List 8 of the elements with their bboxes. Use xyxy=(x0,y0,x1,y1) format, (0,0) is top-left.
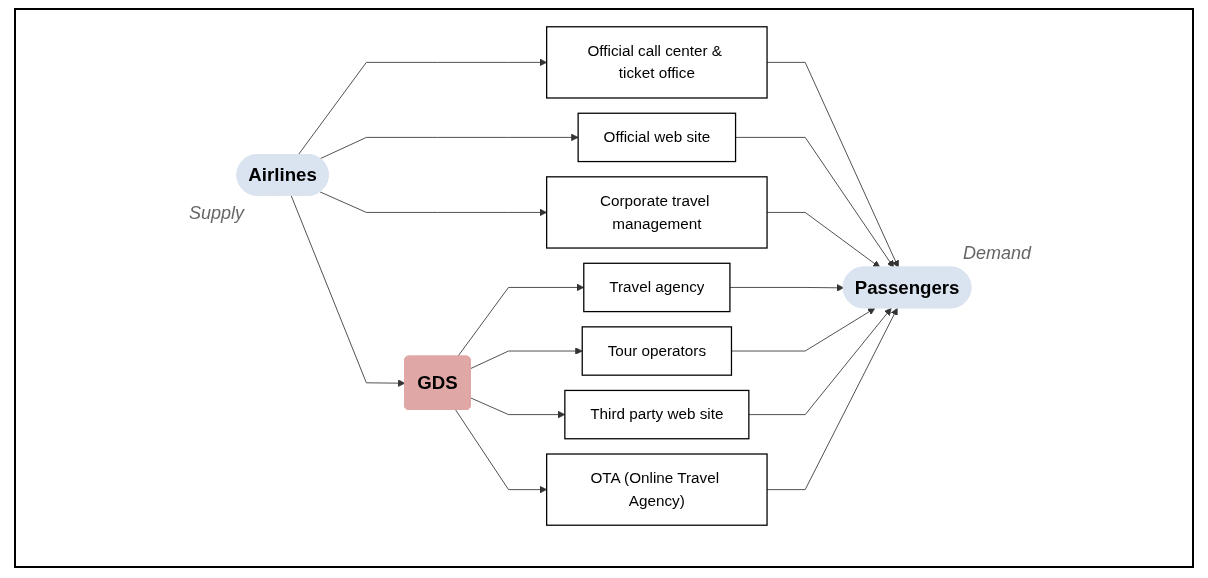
node-box: Travel agency xyxy=(583,262,731,313)
node-box: Official web site xyxy=(577,112,737,163)
node-caption: Supply xyxy=(189,203,245,225)
node-box: Tour operators xyxy=(581,326,733,376)
node-box: Corporate travel management xyxy=(546,176,768,249)
node-box: Third party web site xyxy=(564,389,750,440)
node-box: Official call center & ticket office xyxy=(546,26,768,99)
node-box: OTA (Online Travel Agency) xyxy=(546,453,768,526)
